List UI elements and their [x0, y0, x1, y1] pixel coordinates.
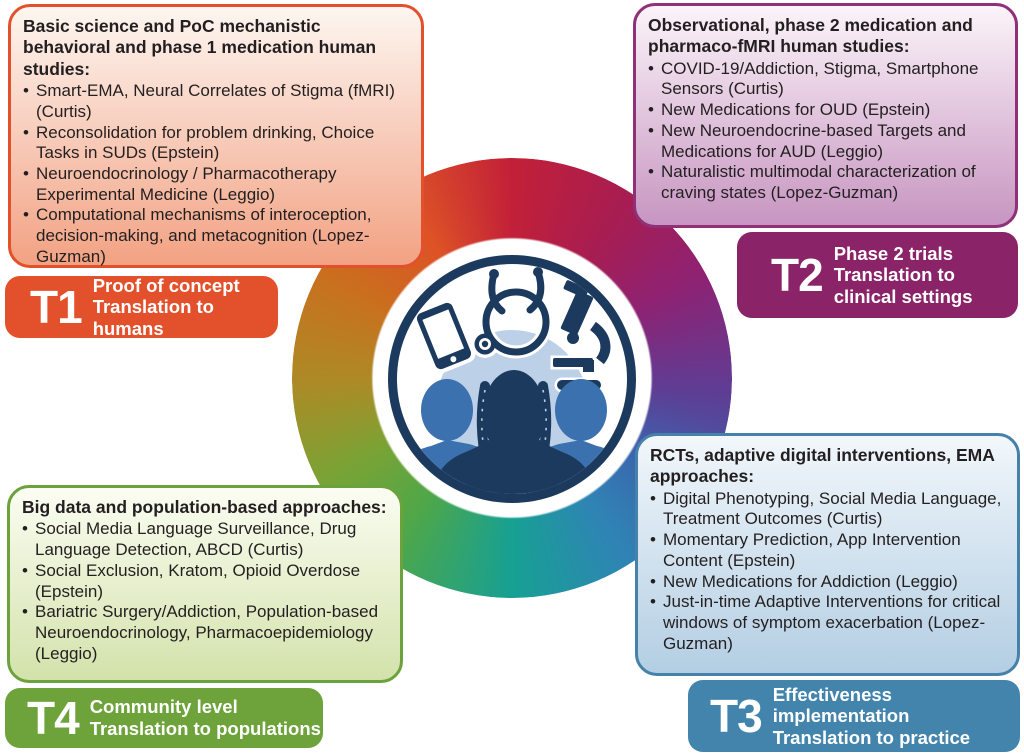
t4-box: Big data and population-based approaches… [7, 485, 403, 683]
t1-box: Basic science and PoC mechanistic behavi… [8, 4, 424, 268]
t2-box: Observational, phase 2 medication and ph… [633, 3, 1018, 228]
t3-stage-label: T3 [710, 690, 763, 742]
t4-stage-label: T4 [27, 692, 80, 744]
t2-stage-label: T2 [771, 249, 824, 301]
t1-stage-description: Proof of concept Translation to humans [92, 274, 240, 339]
people-silhouettes-icon [405, 370, 623, 494]
t3-bullet-list: •Digital Phenotyping, Social Media Langu… [650, 489, 1005, 655]
list-item: •Smart-EMA, Neural Correlates of Stigma … [23, 81, 395, 121]
list-item: •Social Media Language Surveillance, Dru… [22, 519, 357, 560]
t4-stage-tag: T4 Community level Translation to popula… [5, 688, 323, 748]
list-item: •New Medications for Addiction (Leggio) [650, 571, 958, 591]
list-item: •Neuroendocrinology / Pharmacotherapy Ex… [23, 163, 337, 204]
t1-heading: Basic science and PoC mechanistic behavi… [23, 16, 377, 79]
list-item: •Just-in-time Adaptive Interventions for… [650, 592, 1001, 653]
list-item: •Reconsolidation for problem drinking, C… [23, 122, 375, 163]
list-item: •Computational mechanisms of interocepti… [23, 205, 372, 266]
t2-stage-description: Phase 2 trials Translation to clinical s… [833, 242, 973, 307]
t4-stage-description: Community level Translation to populatio… [89, 696, 321, 739]
smartphone-icon [412, 298, 476, 374]
stethoscope-icon [471, 265, 553, 359]
t3-heading: RCTs, adaptive digital interventions, EM… [650, 445, 995, 487]
t4-heading: Big data and population-based approaches… [22, 497, 387, 517]
t3-stage-description: Effectiveness implementation Translation… [772, 683, 971, 748]
people-technology-illustration [405, 265, 623, 494]
t3-box: RCTs, adaptive digital interventions, EM… [635, 433, 1020, 676]
list-item: •Digital Phenotyping, Social Media Langu… [650, 488, 1002, 529]
t2-bullet-list: •COVID-19/Addiction, Stigma, Smartphone … [648, 59, 1003, 204]
center-medallion [388, 255, 636, 503]
list-item: •New Medications for OUD (Epstein) [648, 100, 931, 120]
t1-stage-label: T1 [30, 281, 83, 333]
t4-bullet-list: •Social Media Language Surveillance, Dru… [22, 519, 388, 664]
t2-stage-tag: T2 Phase 2 trials Translation to clinica… [737, 232, 1018, 318]
list-item: •Momentary Prediction, App Intervention … [650, 530, 961, 570]
list-item: •Bariatric Surgery/Addiction, Population… [22, 602, 379, 663]
person-center-silhouette [433, 370, 595, 494]
list-item: •Naturalistic multimodal characterizatio… [648, 162, 976, 203]
list-item: •COVID-19/Addiction, Stigma, Smartphone … [648, 58, 979, 99]
list-item: •Social Exclusion, Kratom, Opioid Overdo… [22, 560, 361, 601]
t1-stage-tag: T1 Proof of concept Translation to human… [5, 274, 278, 339]
t1-bullet-list: •Smart-EMA, Neural Correlates of Stigma … [23, 81, 409, 268]
list-item: •New Neuroendocrine-based Targets and Me… [648, 120, 966, 161]
t2-heading: Observational, phase 2 medication and ph… [648, 15, 973, 57]
t3-stage-tag: T3 Effectiveness implementation Translat… [688, 680, 1020, 752]
